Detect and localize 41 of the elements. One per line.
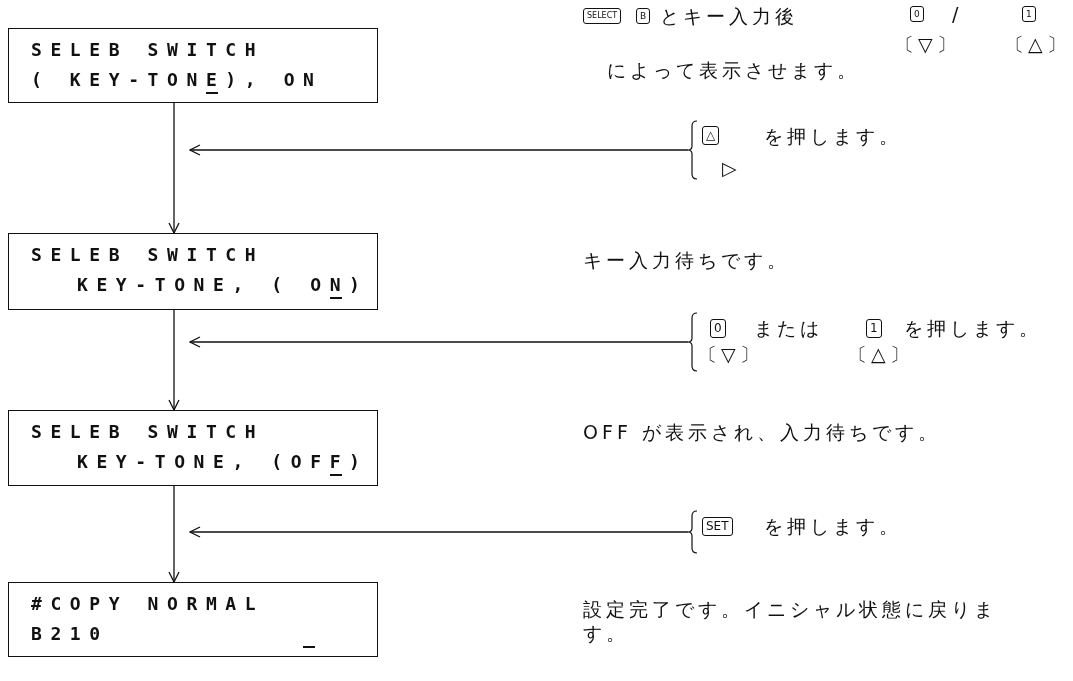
display-text: KEY-TONE, ( ON) [77,274,369,296]
display-text: #COPY NORMAL [31,593,265,615]
key-label: SELECT [583,8,622,24]
note-text: とキー入力後 [660,4,798,28]
instruction-text: または [754,316,823,340]
display-text: B210 [31,623,109,645]
arrow [168,485,180,583]
note-text: 〔△〕 [1005,32,1070,56]
display-text: SELEB SWITCH [31,421,265,443]
note-text: 設定完了です。イニシャル状態に戻ります。 [583,597,998,645]
display-box [8,582,378,657]
key-label: 0 [910,6,924,22]
display-box [8,410,378,486]
display-text: ( KEY-TONE), ON [31,69,323,91]
note-text: キー入力待ちです。 [583,248,790,272]
instruction-text: を押します。 [904,316,1042,340]
instruction-text: を押します。 [764,514,902,538]
note-text: OFF が表示され、入力待ちです。 [583,420,941,444]
display-text: SELEB SWITCH [31,39,265,61]
display-box [8,28,378,103]
key-label: 1 [866,319,882,338]
display-box [8,233,378,310]
arrow [189,144,689,156]
arrow [168,102,180,234]
key-label: △ [702,126,720,145]
instruction-text: を押します。 [764,124,902,148]
arrow [168,309,180,411]
key-label: SET [702,517,733,536]
instruction-text: ▷ [722,156,741,180]
key-label: 0 [710,319,726,338]
instruction-text: 〔△〕 [848,342,913,366]
display-text: SELEB SWITCH [31,244,265,266]
arrow [189,336,689,348]
display-text: KEY-TONE, (OFF) [77,451,369,473]
note-text: / [952,2,963,26]
key-label: B [636,8,651,24]
arrow [189,526,689,538]
instruction-text: 〔▽〕 [698,342,763,366]
note-text: によって表示させます。 [607,58,860,82]
key-label: 1 [1022,6,1036,22]
note-text: 〔▽〕 [895,32,960,56]
